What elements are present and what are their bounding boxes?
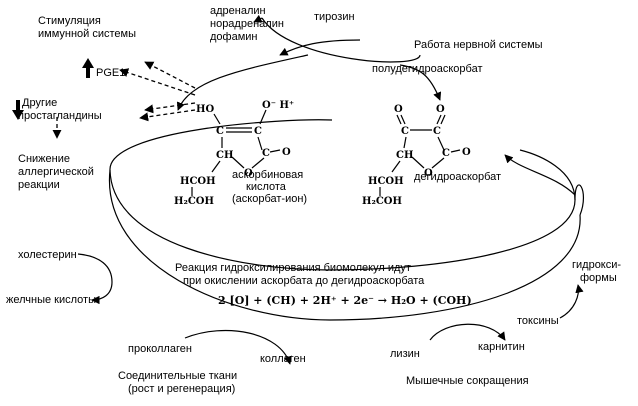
svg-text:C: C [442, 148, 450, 159]
label-pge1: PGE1 [96, 67, 125, 79]
label-reaction-1: Реакция гидроксилирования биомолекул иду… [175, 262, 411, 274]
dashed-arrows [52, 61, 196, 139]
svg-text:CH: CH [216, 150, 233, 161]
arrow-ring-right [504, 154, 576, 196]
dehydroascorbate-structure: O O C C CH C O O HCOH H₂COH [362, 104, 471, 207]
label-immune-stim-2: иммунной системы [38, 28, 136, 40]
label-polydehydro: полудегидроаскорбат [372, 63, 482, 75]
label-dehydro: дегидроаскорбат [414, 171, 501, 183]
label-ascorbic-2: кислота [246, 181, 287, 193]
arrow-procollagen [184, 329, 292, 365]
svg-text:HO: HO [196, 104, 214, 115]
label-allergy-1: Снижение [18, 153, 70, 165]
svg-text:C: C [254, 126, 262, 137]
cycle-ring [108, 119, 584, 321]
label-procollagen: проколлаген [128, 343, 192, 355]
ascorbate-structure: HO O⁻ H⁺ C C CH C O O HCOH H₂COH [174, 100, 294, 207]
arrow-ascorbate-to-cycle [176, 54, 309, 111]
svg-text:C: C [401, 126, 409, 137]
label-ascorbic-1: аскорбиновая [232, 169, 303, 181]
svg-text:H₂COH: H₂COH [174, 196, 214, 207]
label-allergy-3: реакции [18, 179, 60, 191]
down-arrow-icon [12, 100, 24, 120]
label-hydroxy-1: гидрокси- [572, 259, 621, 271]
svg-text:O: O [282, 147, 291, 158]
label-cholesterol: холестерин [18, 249, 77, 261]
svg-text:C: C [216, 126, 224, 137]
label-tyrosine: тирозин [314, 11, 355, 23]
svg-text:O: O [244, 168, 253, 179]
arrow-lysine [429, 323, 506, 341]
label-carnitine: карнитин [478, 341, 525, 353]
equation: 2 [O] + (CH) + 2H⁺ + 2e⁻ → H₂O + (COH) [218, 294, 472, 307]
label-muscle: Мышечные сокращения [406, 375, 529, 387]
label-adrenaline: адреналин [210, 5, 266, 17]
label-immune-stim-1: Стимуляция [38, 15, 101, 27]
label-lysine: лизин [390, 348, 420, 360]
arrow-catecholamines [261, 17, 421, 63]
label-connective-2: (рост и регенерация) [128, 383, 235, 395]
arrow-polydehydro [399, 64, 442, 101]
label-toxins: токсины [517, 315, 559, 327]
label-bile-acids: желчные кислоты [6, 294, 96, 306]
label-collagen: коллаген [260, 353, 306, 365]
svg-text:O: O [436, 104, 445, 115]
svg-text:C: C [262, 148, 270, 159]
label-ascorbic-3: (аскорбат-ион) [232, 193, 307, 205]
svg-text:HCOH: HCOH [368, 176, 404, 187]
label-allergy-2: аллергической [18, 166, 94, 178]
svg-text:O⁻ H⁺: O⁻ H⁺ [262, 100, 294, 111]
arrow-cholesterol [77, 253, 113, 305]
label-other-pg-1: Другие [22, 97, 57, 109]
svg-text:O: O [394, 104, 403, 115]
svg-text:H₂COH: H₂COH [362, 196, 402, 207]
label-noradrenaline: норадреналин [210, 18, 284, 30]
svg-text:CH: CH [396, 150, 413, 161]
label-nervous: Работа нервной системы [414, 39, 543, 51]
svg-text:O: O [462, 147, 471, 158]
label-reaction-2: при окислении аскорбата до дегидроаскорб… [183, 275, 425, 287]
label-dopamine: дофамин [210, 31, 258, 43]
svg-text:HCOH: HCOH [180, 176, 216, 187]
label-connective-1: Соединительные ткани [118, 370, 237, 382]
label-hydroxy-2: формы [580, 272, 617, 284]
up-arrow-icon [82, 58, 94, 78]
svg-text:O: O [424, 168, 433, 179]
label-other-pg-2: простагландины [18, 110, 102, 122]
arrow-toxins [559, 284, 584, 319]
arrow-tyrosine [279, 39, 361, 56]
svg-text:C: C [433, 126, 441, 137]
